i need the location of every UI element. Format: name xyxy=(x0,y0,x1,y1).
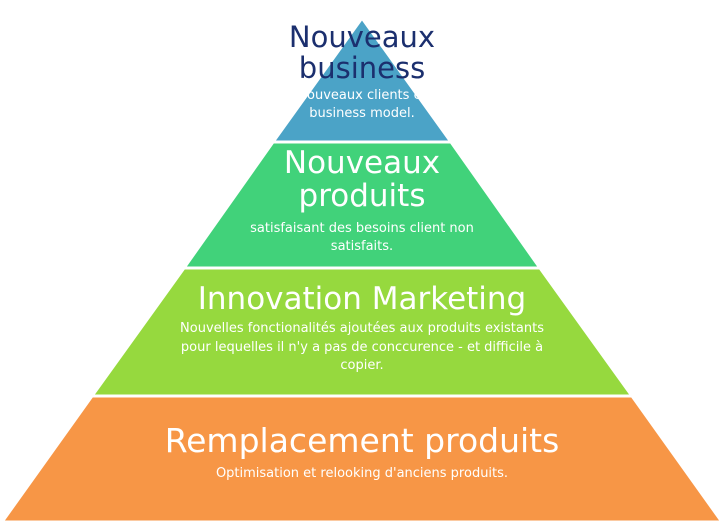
tier-description: Optimisation et relooking d'anciens prod… xyxy=(215,465,509,481)
tier-title: Nouveaux produits xyxy=(283,145,441,215)
tier-description: Nouveaux clients et business model. xyxy=(297,87,427,121)
tier-title: Innovation Marketing xyxy=(197,281,527,317)
tier-title: Nouveaux business xyxy=(288,20,436,86)
pyramid-tier-innovation-marketing: Innovation Marketing Nouvelles fonctiona… xyxy=(0,281,724,375)
tier-description: satisfaisant des besoins client non sati… xyxy=(250,220,474,255)
pyramid-tier-nouveaux-business-shape xyxy=(270,15,454,144)
tier-description: Nouvelles fonctionalités ajoutées aux pr… xyxy=(180,321,544,373)
pyramid-tier-nouveaux-produits: Nouveaux produits satisfaisant des besoi… xyxy=(0,145,724,256)
pyramid-tier-nouveaux-business: Nouveaux business Nouveaux clients et bu… xyxy=(0,20,724,123)
tier-title: Remplacement produits xyxy=(164,421,560,460)
pyramid-tier-remplacement-produits: Remplacement produits Optimisation et re… xyxy=(0,423,724,483)
